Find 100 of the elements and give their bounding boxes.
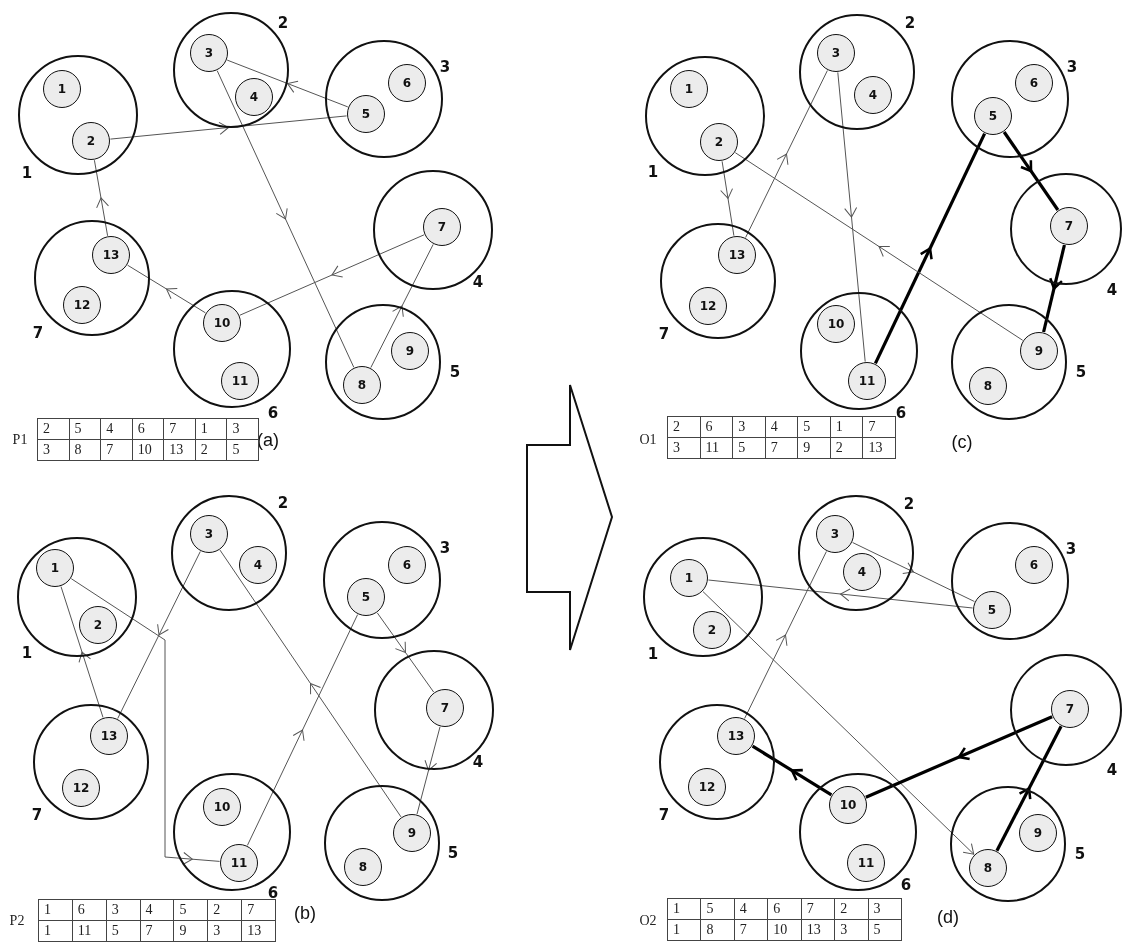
arrow bbox=[216, 70, 355, 368]
node-circle: 11 bbox=[221, 362, 259, 400]
table-cell: 3 bbox=[668, 438, 701, 459]
cluster-number: 5 bbox=[1074, 845, 1086, 863]
cluster-circle bbox=[798, 495, 914, 611]
cluster-number: 5 bbox=[447, 844, 459, 862]
table-cell: 8 bbox=[701, 920, 735, 941]
table-cell: 2 bbox=[830, 438, 864, 459]
table-cell: 3 bbox=[227, 419, 259, 440]
node-circle: 13 bbox=[92, 236, 130, 274]
table-cell: 2 bbox=[195, 440, 228, 461]
node-circle: 1 bbox=[36, 549, 74, 587]
table-cell: 9 bbox=[798, 438, 831, 459]
table-cell: 10 bbox=[132, 440, 165, 461]
table-cell: 5 bbox=[733, 438, 766, 459]
table-cell: 5 bbox=[798, 417, 831, 438]
node-circle: 5 bbox=[974, 97, 1012, 135]
node-circle: 9 bbox=[1020, 332, 1058, 370]
node-circle: 2 bbox=[79, 606, 117, 644]
node-circle: 6 bbox=[1015, 546, 1053, 584]
arrow bbox=[117, 551, 201, 719]
panel-label: (d) bbox=[937, 906, 959, 928]
node-circle: 2 bbox=[693, 611, 731, 649]
node-circle: 6 bbox=[388, 546, 426, 584]
table-cell: 3 bbox=[835, 920, 869, 941]
cluster-number: 7 bbox=[658, 806, 670, 824]
cluster-circle bbox=[374, 650, 494, 770]
table-cell: 3 bbox=[208, 921, 243, 942]
table-cell: 4 bbox=[140, 900, 175, 921]
node-circle: 12 bbox=[688, 768, 726, 806]
table-cell: 7 bbox=[801, 899, 836, 920]
cluster-number: 4 bbox=[472, 753, 484, 771]
table-cell: 1 bbox=[830, 417, 864, 438]
table-cell: 6 bbox=[132, 419, 165, 440]
arrow bbox=[995, 725, 1063, 852]
panel-label: (b) bbox=[294, 902, 316, 924]
node-circle: 1 bbox=[670, 70, 708, 108]
table-cell: 11 bbox=[72, 921, 107, 942]
node-circle: 4 bbox=[843, 553, 881, 591]
node-circle: 3 bbox=[190, 515, 228, 553]
table-cell: 8 bbox=[69, 440, 102, 461]
arrow bbox=[744, 551, 827, 719]
cluster-number: 5 bbox=[1075, 363, 1087, 381]
table-cell: 6 bbox=[700, 417, 734, 438]
cluster-number: 1 bbox=[21, 644, 33, 662]
table-cell: 7 bbox=[863, 417, 896, 438]
cluster-number: 7 bbox=[32, 324, 44, 342]
node-circle: 5 bbox=[973, 591, 1011, 629]
cluster-number: 2 bbox=[904, 14, 916, 32]
table-cell: 13 bbox=[164, 440, 196, 461]
table-cell: 10 bbox=[768, 920, 802, 941]
node-circle: 1 bbox=[670, 559, 708, 597]
arrow bbox=[734, 152, 1024, 341]
node-circle: 4 bbox=[854, 76, 892, 114]
table-cell: 1 bbox=[39, 921, 73, 942]
cluster-number: 3 bbox=[1065, 540, 1077, 558]
arrow bbox=[127, 264, 206, 314]
node-circle: 11 bbox=[847, 844, 885, 882]
cluster-circle bbox=[173, 12, 289, 128]
panel-label: (c) bbox=[951, 431, 973, 453]
table-cell: 5 bbox=[227, 440, 259, 461]
table-cell: 2 bbox=[668, 417, 701, 438]
node-circle: 7 bbox=[423, 208, 461, 246]
table-cell: 13 bbox=[863, 438, 896, 459]
node-circle: 4 bbox=[239, 546, 277, 584]
node-circle: 3 bbox=[816, 515, 854, 553]
cluster-number: 6 bbox=[895, 404, 907, 422]
node-circle: 10 bbox=[829, 786, 867, 824]
cluster-number: 3 bbox=[439, 539, 451, 557]
table-cell: 13 bbox=[242, 921, 276, 942]
node-circle: 8 bbox=[344, 848, 382, 886]
table-cell: 5 bbox=[69, 419, 102, 440]
table-cell: 7 bbox=[101, 440, 133, 461]
table-cell: 3 bbox=[868, 899, 902, 920]
cluster-circle bbox=[645, 56, 765, 176]
table-cell: 7 bbox=[140, 921, 175, 942]
cluster-circle bbox=[34, 220, 150, 336]
node-circle: 13 bbox=[90, 717, 128, 755]
cluster-number: 3 bbox=[1066, 58, 1078, 76]
table-cell: 2 bbox=[835, 899, 869, 920]
table-cell: 2 bbox=[38, 419, 70, 440]
table-cell: 5 bbox=[868, 920, 902, 941]
cluster-circle bbox=[373, 170, 493, 290]
node-circle: 11 bbox=[220, 844, 258, 882]
table-cell: 3 bbox=[106, 900, 141, 921]
cluster-number: 7 bbox=[658, 325, 670, 343]
cluster-number: 6 bbox=[900, 876, 912, 894]
table-cell: 5 bbox=[174, 900, 209, 921]
table-cell: 13 bbox=[801, 920, 836, 941]
table-cell: 7 bbox=[164, 419, 196, 440]
cluster-number: 6 bbox=[267, 884, 279, 902]
table-cell: 7 bbox=[734, 920, 769, 941]
cluster-number: 4 bbox=[1106, 761, 1118, 779]
node-circle: 2 bbox=[700, 123, 738, 161]
table-label: O2 bbox=[639, 913, 657, 929]
table-cell: 9 bbox=[174, 921, 209, 942]
arrow bbox=[745, 70, 828, 238]
cluster-circle bbox=[799, 773, 917, 891]
table-cell: 2 bbox=[208, 900, 243, 921]
node-circle: 13 bbox=[718, 236, 756, 274]
